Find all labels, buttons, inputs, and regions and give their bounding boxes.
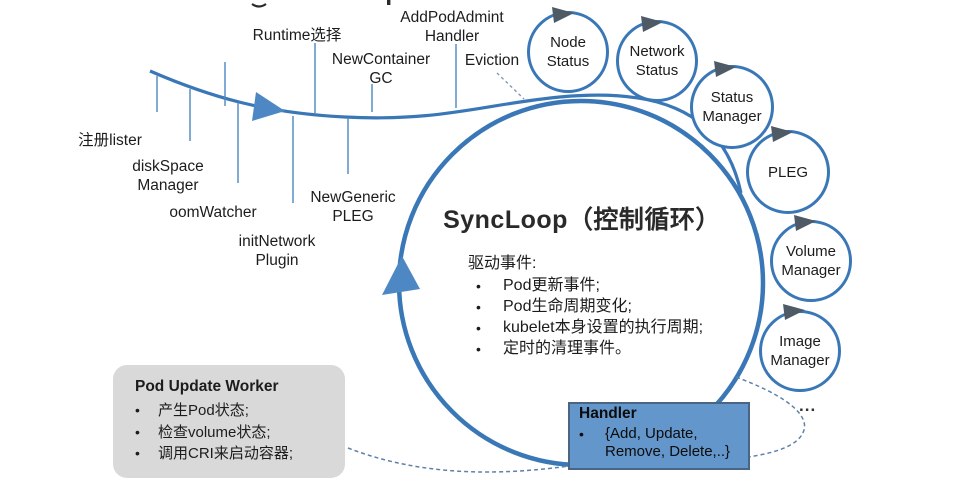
network-status-circle: Network Status [616, 20, 698, 102]
loop-event-text: kubelet本身设置的执行周期; [503, 319, 704, 336]
label-addpodadmint-handler: AddPodAdmint Handler [400, 9, 504, 45]
bullet-icon: • [135, 423, 140, 440]
loop-events-list: • Pod更新事件; • Pod生命周期变化; • kubelet本身设置的执行… [476, 276, 703, 360]
cropped-text-artifact [387, 0, 391, 5]
worker-item-text: 产生Pod状态; [158, 402, 249, 419]
loop-events-heading: 驱动事件: [468, 255, 537, 272]
node-status-label: Node Status [546, 34, 590, 70]
worker-item: • 产生Pod状态; [135, 400, 345, 422]
eviction-leader-line [496, 72, 525, 100]
loop-event-text: Pod更新事件; [503, 277, 600, 294]
bullet-icon: • [135, 402, 140, 418]
bullet-icon: • [579, 426, 584, 442]
pleg-label: PLEG [767, 163, 809, 181]
handler-item-text: {Add, Update, Remove, Delete,..} [605, 425, 731, 460]
loop-event-item: • Pod生命周期变化; [476, 297, 703, 317]
loop-event-item: • 定时的清理事件。 [476, 339, 703, 359]
timeline-arrowhead-icon [252, 92, 285, 121]
loop-event-text: 定时的清理事件。 [503, 340, 632, 357]
volume-manager-circle: Volume Manager [770, 220, 852, 302]
label-oomwatcher: oomWatcher [169, 204, 257, 221]
status-manager-circle: Status Manager [690, 65, 774, 149]
status-manager-label: Status Manager [702, 89, 762, 125]
bullet-icon: • [476, 341, 481, 357]
bullet-icon: • [476, 299, 481, 315]
pod-update-worker-list: • 产生Pod状态; • 检查volume状态; • 调用CRI来启动容器; [135, 400, 345, 465]
more-managers-ellipsis: ... [799, 396, 817, 415]
label-diskspace-manager: diskSpace Manager [132, 158, 204, 194]
handler-box: Handler • {Add, Update, Remove, Delete,.… [568, 402, 750, 470]
image-manager-label: Image Manager [770, 333, 830, 369]
bullet-icon: • [135, 445, 140, 461]
loop-event-item: • Pod更新事件; [476, 276, 703, 296]
bullet-icon: • [476, 278, 481, 294]
cropped-text-artifact [251, 3, 267, 8]
loop-arrowhead-icon [382, 256, 420, 295]
handler-item: • {Add, Update, Remove, Delete,..} [579, 425, 748, 461]
bullet-icon: • [476, 320, 481, 336]
worker-item-text: 检查volume状态; [158, 423, 271, 441]
pod-update-worker-title: Pod Update Worker [135, 378, 279, 395]
node-status-circle: Node Status [527, 11, 609, 93]
worker-item-text: 调用CRI来启动容器; [158, 445, 294, 462]
label-runtime-select: Runtime选择 [252, 27, 342, 44]
worker-item: • 调用CRI来启动容器; [135, 443, 345, 465]
label-register-lister: 注册lister [78, 132, 142, 149]
network-status-label: Network Status [629, 43, 685, 79]
handler-title: Handler [579, 405, 637, 422]
worker-item: • 检查volume状态; [135, 422, 345, 444]
volume-manager-label: Volume Manager [781, 243, 841, 279]
label-newgeneric-pleg: NewGeneric PLEG [310, 189, 396, 225]
pleg-circle: PLEG [746, 130, 830, 214]
label-eviction: Eviction [464, 52, 520, 69]
label-initnetwork-plugin: initNetwork Plugin [238, 233, 316, 269]
pod-update-worker-box: Pod Update Worker • 产生Pod状态; • 检查volume状… [113, 365, 345, 478]
loop-event-text: Pod生命周期变化; [503, 298, 632, 315]
label-newcontainer-gc: NewContainer GC [331, 51, 431, 87]
sync-loop-title: SyncLoop（控制循环） [443, 206, 721, 234]
worker-to-handler-connector [347, 447, 570, 473]
image-manager-circle: Image Manager [759, 310, 841, 392]
loop-event-item: • kubelet本身设置的执行周期; [476, 318, 703, 338]
